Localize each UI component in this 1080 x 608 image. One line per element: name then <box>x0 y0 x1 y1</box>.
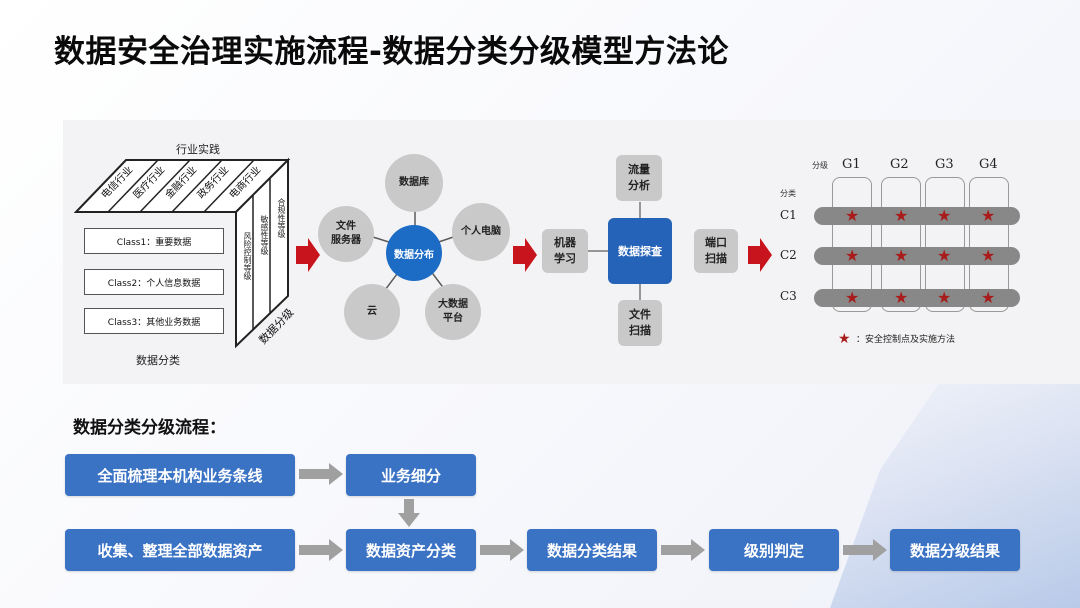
column-label: G4 <box>979 157 998 172</box>
column-outline <box>925 177 965 312</box>
background-decoration <box>830 378 1080 608</box>
grade-label: 分级 <box>812 161 828 170</box>
step-level-judgement: 级别判定 <box>709 529 839 571</box>
column-label: G2 <box>890 157 909 172</box>
row-bar <box>814 289 1020 307</box>
row-label: C3 <box>780 289 797 303</box>
star-icon: ★ <box>845 246 860 265</box>
level-label: 合规性等级 <box>277 198 286 238</box>
column-outline <box>881 177 921 312</box>
file-scan-box: 文件 扫描 <box>618 300 662 346</box>
arrow-right-icon <box>843 539 887 561</box>
page-title: 数据安全治理实施流程-数据分类分级模型方法论 <box>54 34 729 70</box>
port-scan-box: 端口 扫描 <box>694 229 738 273</box>
star-icon: ★ <box>981 288 996 307</box>
class-label: 分类 <box>780 189 796 198</box>
star-icon: ★ <box>845 288 860 307</box>
row-bar <box>814 207 1020 225</box>
node-bigdata: 大数据 平台 <box>425 284 481 340</box>
star-icon: ★ <box>937 288 952 307</box>
step-classification-result: 数据分类结果 <box>527 529 657 571</box>
column-label: G3 <box>935 157 954 172</box>
ml-box: 机器 学习 <box>542 229 588 273</box>
row-label: C2 <box>780 248 797 262</box>
legend-star-icon: ★ <box>838 331 851 347</box>
row-bar <box>814 247 1020 265</box>
node-file-server: 文件 服务器 <box>318 206 374 262</box>
node-cloud: 云 <box>344 284 400 340</box>
process-title: 数据分类分级流程： <box>73 418 226 438</box>
class-box: Class2：个人信息数据 <box>84 269 224 295</box>
cube-frame <box>74 157 291 349</box>
arrow-right-icon <box>299 463 343 485</box>
class-box: Class3：其他业务数据 <box>84 308 224 334</box>
traffic-analysis-box: 流量 分析 <box>616 155 662 201</box>
row-label: C1 <box>780 208 797 222</box>
column-outline <box>832 177 872 312</box>
step-review-business: 全面梳理本机构业务条线 <box>65 454 295 496</box>
level-label: 敏感性等级 <box>260 215 269 255</box>
node-database: 数据库 <box>385 154 443 212</box>
discovery-center: 数据探查 <box>608 218 672 284</box>
level-label: 风险控制等级 <box>243 232 252 280</box>
star-icon: ★ <box>894 288 909 307</box>
classification-label: 数据分类 <box>136 354 180 367</box>
practice-label: 行业实践 <box>176 143 220 156</box>
node-pc: 个人电脑 <box>452 203 510 261</box>
star-icon: ★ <box>981 246 996 265</box>
step-grading-result: 数据分级结果 <box>890 529 1020 571</box>
arrow-right-icon <box>299 539 343 561</box>
step-business-breakdown: 业务细分 <box>346 454 476 496</box>
legend-text: ：安全控制点及实施方法 <box>856 335 956 345</box>
arrow-right-icon <box>480 539 524 561</box>
column-label: G1 <box>842 157 861 172</box>
column-outline <box>969 177 1009 312</box>
class-box: Class1：重要数据 <box>84 228 224 254</box>
star-icon: ★ <box>981 206 996 225</box>
arrow-right-icon <box>661 539 705 561</box>
step-asset-classification: 数据资产分类 <box>346 529 476 571</box>
star-icon: ★ <box>845 206 860 225</box>
arrow-right-icon <box>513 238 537 272</box>
star-icon: ★ <box>894 246 909 265</box>
step-collect-assets: 收集、整理全部数据资产 <box>65 529 295 571</box>
arrow-right-icon <box>296 238 320 272</box>
arrow-right-icon <box>748 238 772 272</box>
star-icon: ★ <box>937 206 952 225</box>
star-icon: ★ <box>937 246 952 265</box>
star-icon: ★ <box>894 206 909 225</box>
distribution-center: 数据分布 <box>386 225 442 281</box>
arrow-down-icon <box>398 499 420 527</box>
